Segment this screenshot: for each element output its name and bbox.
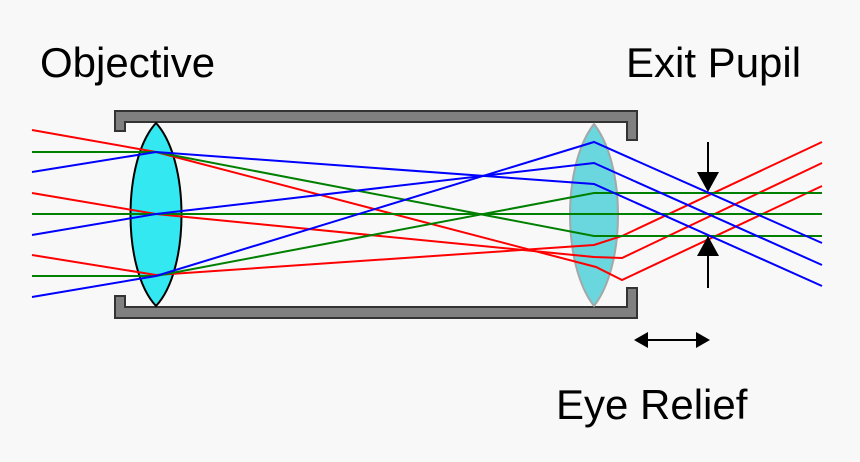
tube-top-wall: [114, 110, 638, 141]
exit-pupil-arrows: [697, 142, 719, 288]
blue-ray-3: [31, 140, 823, 298]
exit-pupil-label: Exit Pupil: [626, 39, 802, 86]
objective-label: Objective: [40, 39, 216, 86]
exit-pupil-arrowhead-bottom: [697, 236, 719, 256]
exit-pupil-arrowhead-top: [697, 172, 719, 192]
red-ray-1: [31, 129, 823, 282]
blue-ray-2: [31, 161, 823, 266]
eye-relief-arrowhead-right: [696, 332, 710, 348]
eye-relief-label: Eye Relief: [556, 381, 748, 428]
telescope-tube: [114, 110, 638, 319]
blue-ray-bundle: [31, 140, 823, 298]
eye-relief-arrowhead-left: [634, 332, 648, 348]
blue-ray-1: [31, 150, 823, 287]
eye-relief-arrow: [634, 332, 710, 348]
tube-bottom-wall: [114, 287, 638, 319]
